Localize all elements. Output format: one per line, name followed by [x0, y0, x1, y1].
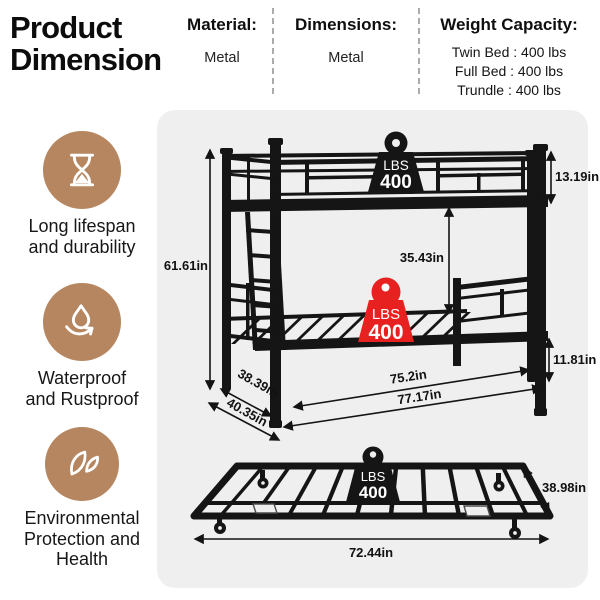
trundle-bracket-left [252, 503, 278, 514]
weight-trundle-lbs: LBS [361, 469, 386, 484]
header-divider-2 [418, 8, 420, 94]
bunk-bed-illustration [220, 138, 548, 428]
feature-environmental: Environmental Protection and Health [0, 427, 164, 570]
bed-diagram: LBS 400 LBS 400 [164, 131, 599, 560]
spec-material: Material: Metal [173, 15, 271, 66]
dim-total-height: 61.61in [164, 258, 208, 273]
trundle-illustration [190, 462, 554, 539]
feature-environmental-label: Environmental Protection and Health [0, 508, 164, 570]
weight-capacity-trundle: Trundle : 400 lbs [457, 82, 561, 99]
feature-environmental-line1: Environmental [24, 508, 140, 528]
dim-clearance: 35.43in [400, 250, 444, 265]
weight-top-value: 400 [380, 172, 412, 193]
feature-long-lifespan: Long lifespan and durability [0, 131, 164, 257]
weight-capacity-full: Full Bed : 400 lbs [454, 63, 564, 80]
feature-waterproof-line2: and Rustproof [25, 388, 139, 409]
page-title-line2: Dimension [10, 41, 162, 77]
dim-guard-height: 13.19in [555, 169, 599, 184]
dim-base-height: 11.81in [553, 352, 596, 367]
feature-environmental-line2: Protection and [23, 528, 141, 549]
page-title: Product Dimension [10, 12, 180, 75]
hourglass-icon [43, 131, 121, 209]
spec-weight-capacity-values: Twin Bed : 400 lbs Full Bed : 400 lbs Tr… [428, 43, 590, 101]
weight-trundle-value: 400 [359, 483, 387, 502]
weight-top-lbs: LBS [383, 158, 409, 173]
weight-lower-value: 400 [368, 321, 403, 344]
spec-weight-capacity-label: Weight Capacity: [440, 15, 578, 34]
feature-long-lifespan-label: Long lifespan and durability [0, 216, 164, 257]
trundle-bracket-right [463, 505, 491, 517]
dim-trundle-width: 38.98in [542, 480, 586, 495]
feature-waterproof-label: Waterproof and Rustproof [0, 368, 164, 409]
spec-dimensions: Dimensions: Metal [284, 15, 408, 66]
weight-badge-top: LBS 400 [368, 131, 424, 193]
spec-material-label: Material: [187, 15, 257, 34]
feature-waterproof-line1: Waterproof [37, 368, 127, 388]
weight-capacity-twin: Twin Bed : 400 lbs [451, 44, 567, 60]
spec-material-value: Metal [204, 50, 240, 66]
feature-environmental-line3: Health [55, 549, 109, 570]
weight-badge-lower: LBS 400 [358, 277, 414, 344]
diagram-panel: LBS 400 LBS 400 [157, 110, 599, 588]
spec-weight-capacity: Weight Capacity: Twin Bed : 400 lbs Full… [428, 15, 590, 101]
dim-length-outer: 77.17in [396, 386, 442, 407]
dim-depth-outer: 40.35in [224, 395, 270, 430]
header-divider-1 [272, 8, 274, 94]
waterdrop-arrow-icon [43, 283, 121, 361]
spec-dimensions-value: Metal [328, 50, 364, 66]
feature-waterproof: Waterproof and Rustproof [0, 283, 164, 409]
weight-lower-lbs: LBS [372, 306, 400, 323]
dim-length-inner: 75.2in [389, 366, 428, 386]
page-title-line1: Product [10, 10, 122, 45]
spec-dimensions-label: Dimensions: [294, 15, 398, 34]
feature-long-lifespan-line1: Long lifespan [28, 216, 136, 236]
leaves-icon [45, 427, 119, 501]
weight-badge-trundle: LBS 400 [346, 446, 400, 502]
feature-long-lifespan-line2: and durability [28, 236, 136, 257]
dim-trundle-length: 72.44in [349, 545, 393, 560]
